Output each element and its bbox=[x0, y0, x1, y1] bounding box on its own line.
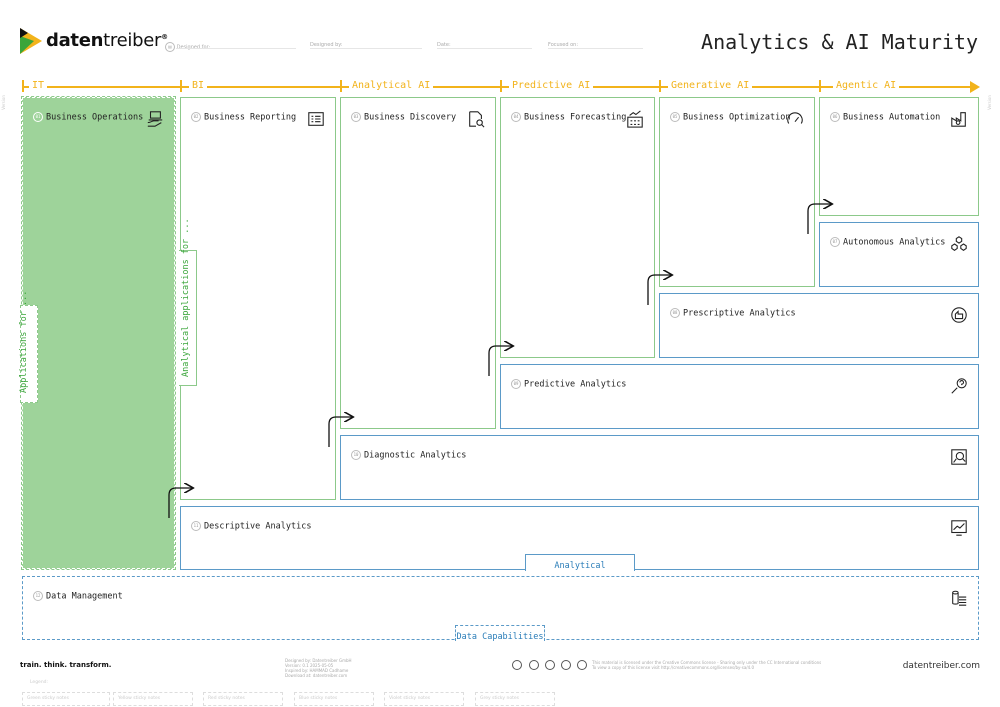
analytical-applications-label: Analytical applications for ... bbox=[181, 218, 191, 377]
cc-icon bbox=[512, 660, 522, 670]
sticky-grey[interactable]: Grey sticky notes bbox=[475, 692, 555, 706]
date-field[interactable] bbox=[437, 48, 532, 49]
side-label-right: Version bbox=[986, 95, 992, 110]
calculator-chart-icon bbox=[627, 110, 643, 128]
side-label-left: Version bbox=[0, 95, 6, 110]
hand-laptop-icon bbox=[147, 111, 163, 127]
timeline-arrow-icon bbox=[970, 81, 980, 93]
stage-tick bbox=[659, 80, 661, 92]
analytical-applications-tab bbox=[179, 250, 197, 386]
datentreiber-logo-icon bbox=[20, 28, 42, 54]
stage-tick bbox=[340, 80, 342, 92]
date-label: Date: bbox=[437, 42, 451, 48]
designed-by-field[interactable] bbox=[310, 48, 422, 49]
sticky-blue[interactable]: Blue sticky notes bbox=[294, 692, 374, 706]
brand-name: datentreiber® bbox=[46, 30, 168, 51]
stage-tick bbox=[180, 80, 182, 92]
sticky-yellow[interactable]: Yellow sticky notes bbox=[113, 692, 193, 706]
sa-icon bbox=[545, 660, 555, 670]
sticky-green[interactable]: Green sticky notes bbox=[22, 692, 110, 706]
question-trend-icon bbox=[951, 378, 967, 394]
document-search-icon bbox=[469, 111, 485, 128]
page-title: Analytics & AI Maturity bbox=[701, 30, 978, 54]
stage-bi: BI bbox=[189, 80, 208, 91]
legend-label: Legend: bbox=[30, 680, 49, 685]
focused-on-label: Focused on: bbox=[548, 42, 579, 48]
stage-timeline bbox=[22, 86, 974, 88]
footer-url[interactable]: datentreiber.com bbox=[902, 661, 980, 671]
applications-label: Applications for ... bbox=[19, 290, 29, 393]
share-icon bbox=[577, 660, 587, 670]
analytical-capabilities-tab: Analytical Capabilities bbox=[525, 554, 635, 594]
stage-it: IT bbox=[29, 80, 48, 91]
line-chart-icon bbox=[951, 520, 967, 536]
stage-tick bbox=[22, 80, 24, 92]
stage-tick bbox=[500, 80, 502, 92]
applications-tab bbox=[20, 305, 38, 403]
sticky-red[interactable]: Red sticky notes bbox=[203, 692, 283, 706]
designed-for-field[interactable] bbox=[176, 48, 296, 49]
network-cubes-icon bbox=[951, 236, 967, 251]
hand-circle-icon bbox=[951, 307, 967, 323]
focused-on-field[interactable] bbox=[548, 48, 643, 49]
factory-gear-icon bbox=[951, 112, 966, 127]
designed-for-label: ▤ Designed for: bbox=[165, 42, 210, 52]
footer-tagline: train. think. transform. bbox=[20, 661, 112, 669]
stage-tick bbox=[819, 80, 821, 92]
speedometer-icon bbox=[787, 112, 803, 124]
designed-by-label: Designed by: bbox=[310, 42, 343, 48]
stage-generative-ai: Generative AI bbox=[668, 80, 753, 91]
data-capabilities-tab: Data Capabilities bbox=[455, 625, 545, 642]
stage-analytical-ai: Analytical AI bbox=[349, 80, 434, 91]
stage-predictive-ai: Predictive AI bbox=[509, 80, 594, 91]
sticky-violet[interactable]: Violet sticky notes bbox=[384, 692, 464, 706]
nc-icon bbox=[561, 660, 571, 670]
license-text: This material is licensed under the Crea… bbox=[592, 660, 822, 670]
stage-agentic-ai: Agentic AI bbox=[833, 80, 900, 91]
by-icon bbox=[529, 660, 539, 670]
chart-magnifier-icon bbox=[951, 449, 967, 465]
database-list-icon bbox=[952, 590, 967, 606]
report-list-icon bbox=[308, 112, 324, 126]
